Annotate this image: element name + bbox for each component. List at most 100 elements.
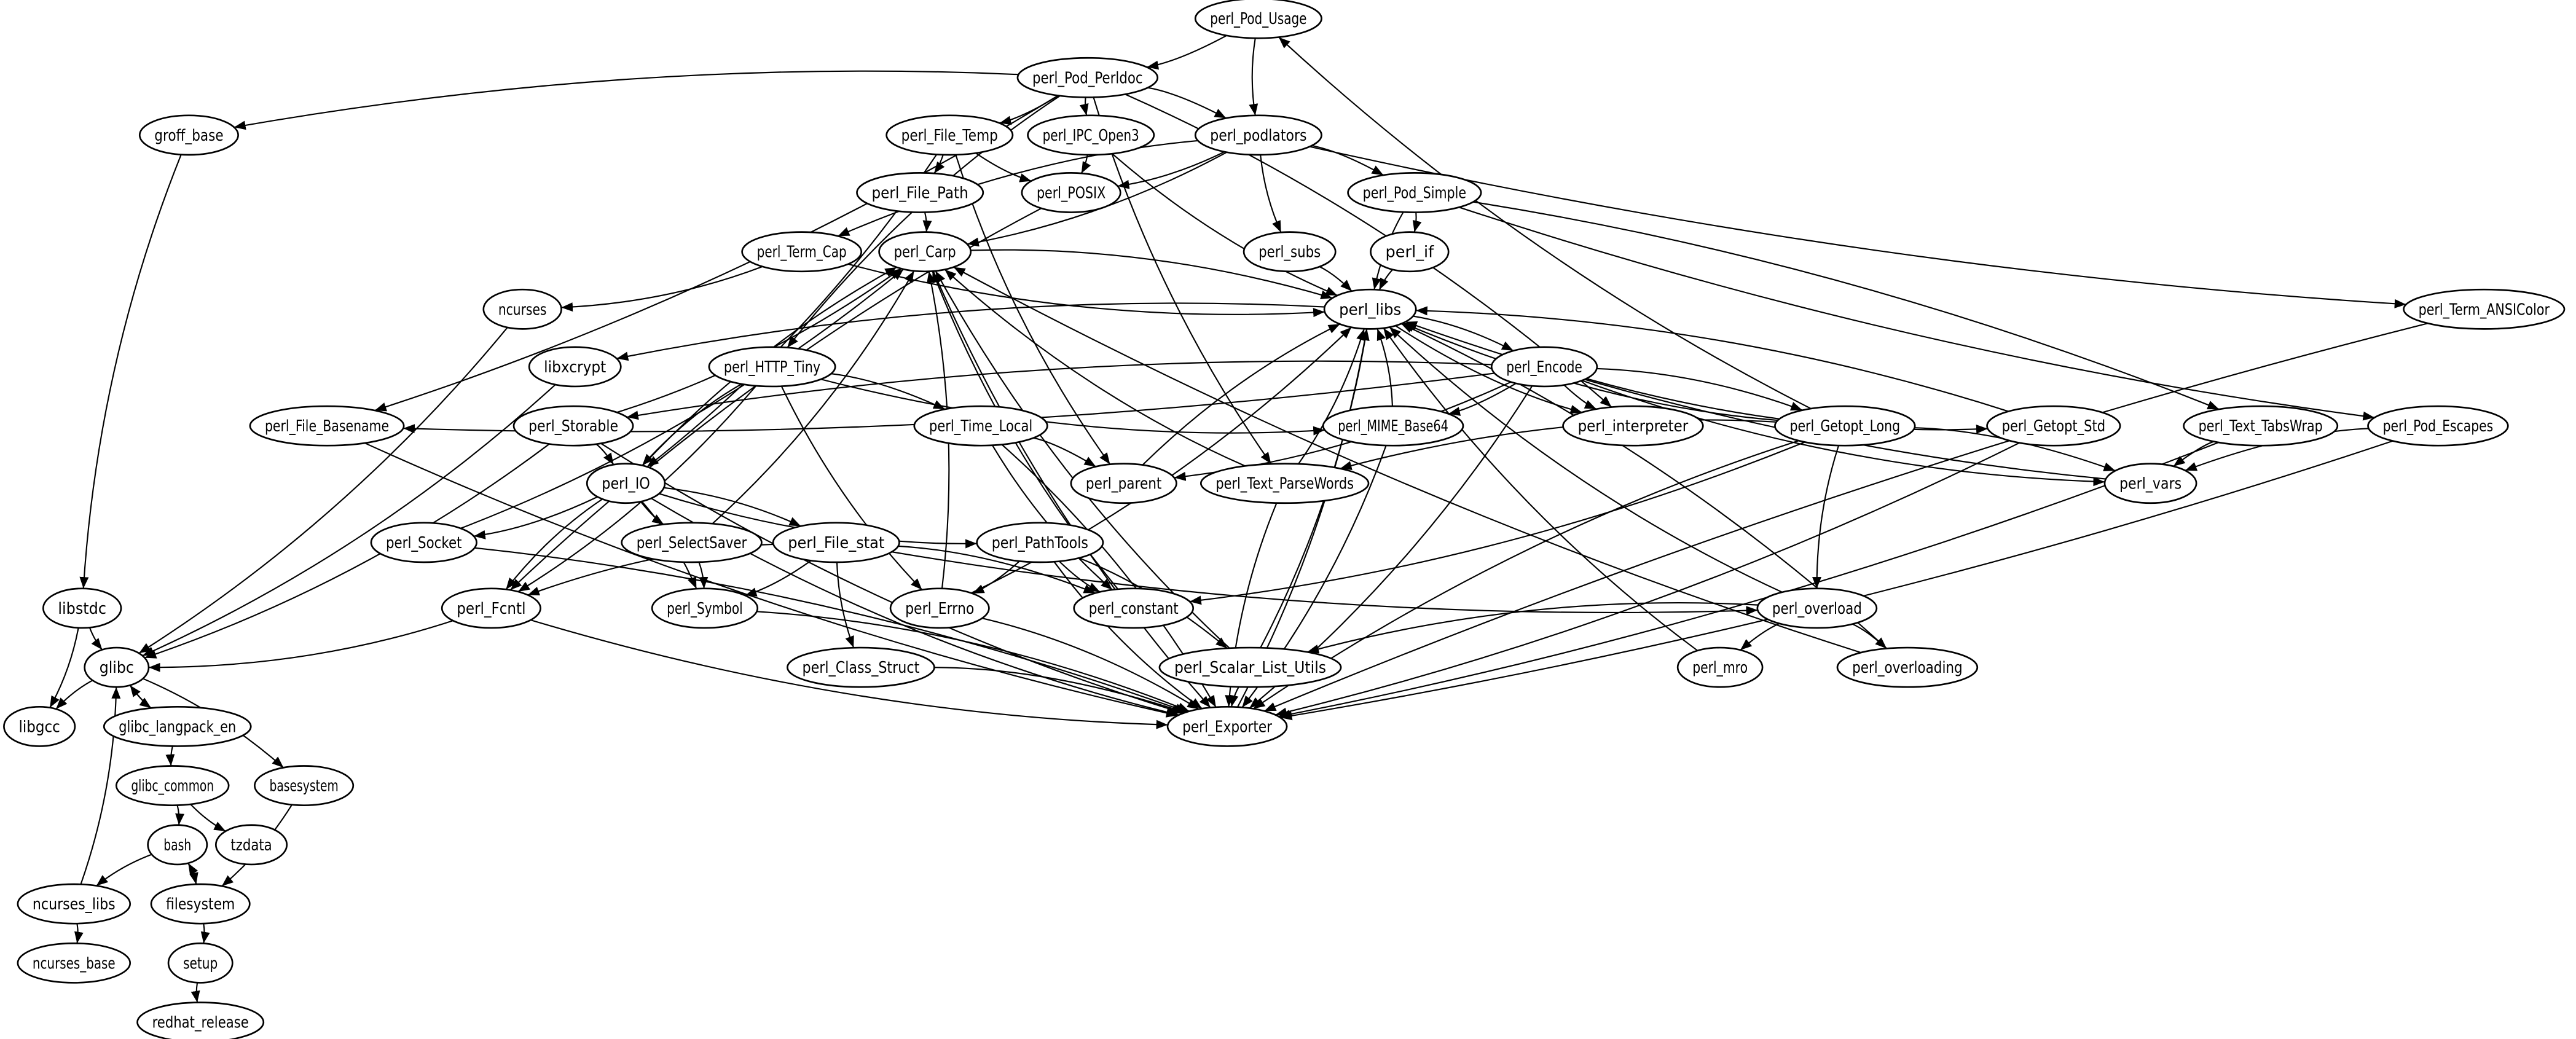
- node-perl-term-cap: perl_Term_Cap: [741, 231, 863, 273]
- node-shape: [1562, 405, 1704, 447]
- node-perl-parent: perl_parent: [1070, 463, 1177, 504]
- node-label: perl_Term_ANSIColor: [2419, 300, 2550, 318]
- node-shape: [1166, 705, 1288, 747]
- node-shape: [856, 172, 984, 213]
- node-perl-text-tabswrap: perl_Text_TabsWrap: [2183, 405, 2339, 447]
- node-perl-storable: perl_Storable: [512, 405, 634, 447]
- node-label: perl_overloading: [1852, 658, 1963, 676]
- node-libstdc: libstdc: [42, 587, 122, 629]
- edge-perl-overload-to-perl-mro: [1740, 622, 1780, 651]
- node-perl-pathtools: perl_PathTools: [976, 522, 1104, 563]
- node-perl-if: perl_if: [1370, 231, 1450, 273]
- node-shape: [2183, 405, 2339, 447]
- node-basesystem: basesystem: [254, 765, 355, 807]
- node-perl-errno: perl_Errno: [889, 587, 990, 629]
- node-shape: [586, 463, 666, 504]
- node-shape: [1021, 172, 1121, 213]
- edge-perl-fcntl-to-glibc: [148, 620, 454, 672]
- node-shape: [1986, 405, 2121, 447]
- node-perl-getopt-long: perl_Getopt_Long: [1774, 405, 1916, 447]
- edge-ncurses-libs-to-glibc: [80, 687, 121, 885]
- node-label: perl_File_Temp: [901, 126, 998, 144]
- node-bash: bash: [147, 824, 208, 866]
- node-label: perl_Storable: [528, 417, 618, 435]
- node-label: perl_Errno: [905, 599, 974, 618]
- node-label: perl_Text_ParseWords: [1215, 474, 1354, 493]
- node-shape: [2403, 288, 2566, 330]
- edge-perl-overload-to-perl-overloading: [1852, 623, 1887, 649]
- node-shape: [976, 522, 1104, 563]
- edge-perl-overload-to-perl-scalar-list-utils: [1307, 602, 1759, 654]
- node-label: perl_IPC_Open3: [1043, 126, 1139, 144]
- edge-perl-encode-to-perl-getopt-long: [1596, 367, 1803, 411]
- node-perl-pod-usage: perl_Pod_Usage: [1194, 0, 1322, 39]
- node-label: perl_Pod_Perldoc: [1032, 68, 1143, 87]
- edge-perl-pod-simple-to-perl-text-tabswrap: [1473, 201, 2220, 410]
- node-perl-file-path: perl_File_Path: [856, 172, 984, 213]
- edge-perl-selectsaver-to-perl-carp: [712, 270, 915, 525]
- node-label: glibc_langpack_en: [119, 717, 236, 735]
- node-shape: [2367, 405, 2509, 447]
- edge-filesystem-to-setup: [200, 923, 210, 944]
- node-perl-mime-base64: perl_MIME_Base64: [1322, 405, 1464, 447]
- edge-perl-podlators-to-perl-pod-simple: [1311, 144, 1384, 176]
- edge-perl-file-stat-to-perl-overload: [891, 551, 1758, 616]
- node-perl-file-basename: perl_File_Basename: [249, 405, 405, 447]
- node-shape: [1370, 231, 1450, 273]
- node-perl-constant: perl_constant: [1073, 587, 1195, 629]
- node-label: perl_mro: [1692, 658, 1748, 676]
- edge-perl-encode-to-perl-storable: [626, 360, 1492, 420]
- edge-perl-storable-to-perl-carp: [616, 268, 902, 414]
- edge-perl-subs-to-perl-libs: [1319, 266, 1353, 292]
- edge-perl-file-temp-to-perl-posix: [975, 152, 1032, 182]
- edge-bash-to-ncurses-libs: [96, 853, 152, 887]
- node-perl-libs: perl_libs: [1323, 288, 1417, 330]
- edge-groff-base-to-libstdc: [79, 154, 182, 589]
- edge-perl-storable-to-perl-io: [595, 443, 615, 465]
- node-label: libxcrypt: [544, 358, 606, 376]
- node-shape: [2103, 463, 2197, 504]
- edge-libxcrypt-to-glibc: [142, 384, 556, 657]
- node-label: perl_HTTP_Tiny: [724, 358, 820, 376]
- node-shape: [147, 824, 208, 866]
- node-label: bash: [163, 836, 191, 854]
- node-label: perl_Pod_Usage: [1210, 9, 1306, 28]
- edge-perl-pathtools-to-perl-exporter: [1053, 561, 1203, 710]
- node-label: perl_File_Path: [872, 183, 968, 202]
- node-perl-overload: perl_overload: [1756, 587, 1878, 629]
- node-shape: [249, 405, 405, 447]
- edge-perl-getopt-long-to-perl-overload: [1812, 445, 1840, 589]
- edge-perl-overloading-to-perl-carp: [953, 266, 1861, 654]
- nodes-layer: perl_Pod_Usage perl_Pod_Perldoc groff_base…: [3, 0, 2566, 1039]
- node-label: perl_Encode: [1506, 358, 1582, 376]
- node-perl-http-tiny: perl_HTTP_Tiny: [708, 346, 836, 388]
- edge-perl-file-temp-to-perl-file-path: [933, 154, 945, 174]
- node-label: glibc_common: [131, 777, 214, 795]
- node-label: perl_Time_Local: [929, 417, 1032, 435]
- edge-perl-podlators-to-perl-term-cap: [838, 139, 1198, 237]
- node-shape: [1016, 57, 1159, 98]
- node-label: perl_PathTools: [992, 533, 1088, 552]
- edge-glibc-to-libgcc: [55, 680, 93, 710]
- node-shape: [1158, 646, 1342, 688]
- node-shape: [84, 646, 150, 688]
- node-shape: [115, 765, 230, 807]
- node-glibc-langpack-en: glibc_langpack_en: [103, 705, 252, 747]
- node-label: basesystem: [269, 777, 338, 795]
- edge-perl-pod-simple-to-perl-pod-escapes: [1458, 206, 2375, 421]
- node-shape: [214, 824, 288, 866]
- edge-perl-pod-escapes-to-perl-exporter: [1280, 440, 2393, 721]
- node-shape: [651, 587, 759, 629]
- edge-perl-term-cap-to-ncurses: [561, 265, 763, 312]
- node-perl-posix: perl_POSIX: [1021, 172, 1121, 213]
- node-shape: [1676, 646, 1764, 688]
- node-shape: [708, 346, 836, 388]
- node-label: groff_base: [154, 126, 223, 144]
- node-ncurses-base: ncurses_base: [17, 942, 132, 984]
- node-label: perl_vars: [2119, 474, 2181, 493]
- node-libgcc: libgcc: [3, 705, 76, 747]
- node-label: perl_podlators: [1210, 126, 1306, 144]
- node-shape: [512, 405, 634, 447]
- edge-perl-pod-usage-to-perl-podlators: [1249, 37, 1259, 116]
- edge-ncurses-to-glibc: [138, 327, 508, 654]
